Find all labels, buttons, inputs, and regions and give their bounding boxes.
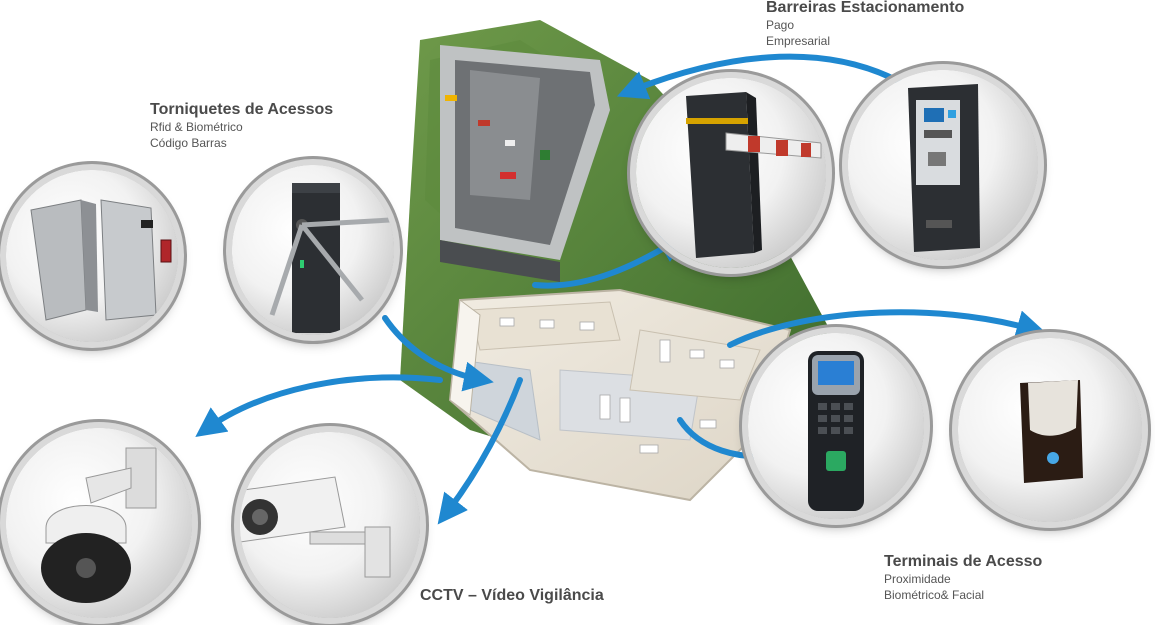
barrier-gate-lens [636, 78, 826, 268]
arrow-office-to-reader [727, 309, 1047, 348]
cctv-label-group: CCTV – Vídeo Vigilância [420, 586, 604, 605]
parked-car [445, 95, 457, 101]
speed-gate-icon [30, 199, 172, 321]
speed-gate-lens [6, 170, 178, 342]
arrow-office-to-bullet-camera [437, 377, 523, 525]
parked-car [505, 140, 515, 146]
bullet-camera-lens [240, 432, 420, 618]
fingerprint-terminal-lens [748, 333, 924, 519]
arrow-paystation-to-barrier [616, 53, 903, 100]
turnstile-label-group: Torniquetes de Acessos Rfid & Biométrico… [150, 100, 333, 151]
turnstile-subtitle: Código Barras [150, 136, 227, 150]
barrier-title: Barreiras Estacionamento [766, 0, 965, 16]
barrier-subtitle: Empresarial [766, 34, 831, 48]
cctv-title: CCTV – Vídeo Vigilância [420, 587, 604, 604]
parked-car [500, 172, 516, 179]
tripod-turnstile-icon [269, 183, 391, 333]
flow-arrows [195, 53, 1047, 525]
dome-camera-icon [41, 447, 157, 603]
arrow-site-to-barrier [532, 233, 689, 289]
bullet-camera-icon [240, 476, 391, 578]
terminal-subtitle: Proximidade [884, 572, 951, 586]
barrier-subtitle: Pago [766, 18, 795, 32]
parking-lot [440, 45, 610, 282]
tripod-turnstile-lens [232, 165, 394, 335]
terminal-label-group: Terminais de Acesso Proximidade Biométri… [884, 552, 1042, 603]
turnstile-title: Torniquetes de Acessos [150, 101, 334, 118]
arrow-turnstile-to-office [382, 315, 494, 392]
office-floor-plan [448, 288, 792, 502]
proximity-reader-icon [1020, 380, 1083, 483]
terminal-title: Terminais de Acesso [884, 553, 1043, 570]
terminal-subtitle: Biométrico& Facial [884, 588, 985, 602]
parked-car [540, 150, 550, 160]
arrow-office-to-dome-camera [195, 374, 443, 438]
fingerprint-terminal-icon [808, 351, 864, 511]
barrier-gate-icon [686, 92, 822, 258]
parking-pay-station-lens [848, 70, 1038, 260]
barrier-label-group: Barreiras Estacionamento Pago Empresaria… [766, 0, 964, 49]
dome-camera-lens [6, 428, 192, 618]
parking-pay-station-icon [908, 84, 980, 252]
turnstile-subtitle: Rfid & Biométrico [150, 120, 243, 134]
proximity-reader-lens [958, 338, 1142, 522]
parked-car [478, 120, 490, 126]
